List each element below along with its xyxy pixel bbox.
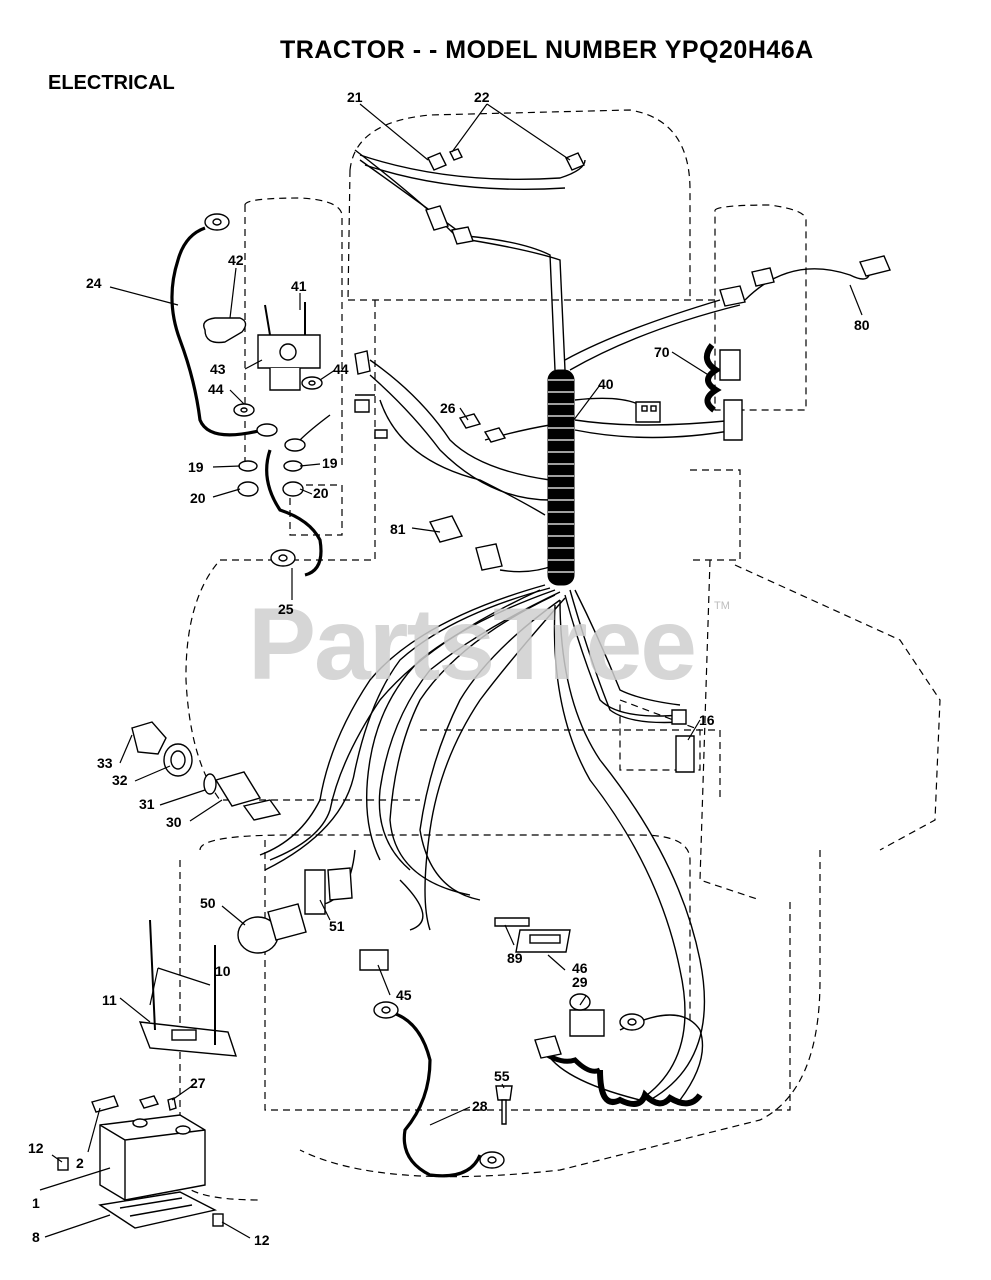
callout-1: 1: [32, 1195, 40, 1211]
callout-29: 29: [572, 974, 588, 990]
callout-45: 45: [396, 987, 412, 1003]
callout-22: 22: [474, 89, 490, 105]
trademark-mark: TM: [714, 600, 730, 612]
callout-12-left: 12: [28, 1140, 44, 1156]
callout-55: 55: [494, 1068, 510, 1084]
callout-24: 24: [86, 275, 102, 291]
harness-loom: [538, 343, 722, 1107]
callout-26: 26: [440, 400, 456, 416]
callout-21: 21: [347, 89, 363, 105]
callout-70: 70: [654, 344, 670, 360]
callout-2: 2: [76, 1155, 84, 1171]
callout-44-left: 44: [208, 381, 224, 397]
page-title: TRACTOR - - MODEL NUMBER YPQ20H46A: [280, 36, 814, 64]
section-title: ELECTRICAL: [48, 72, 175, 94]
callout-16: 16: [699, 712, 715, 728]
callout-41: 41: [291, 278, 307, 294]
callout-31: 31: [139, 796, 155, 812]
callout-20-right: 20: [313, 485, 329, 501]
callout-46: 46: [572, 960, 588, 976]
components: [57, 148, 891, 1229]
callout-80: 80: [854, 317, 870, 333]
callout-33: 33: [97, 755, 113, 771]
callout-50: 50: [200, 895, 216, 911]
leader-lines: [39, 103, 863, 1239]
callout-30: 30: [166, 814, 182, 830]
callout-43: 43: [210, 361, 226, 377]
callout-51: 51: [329, 918, 345, 934]
callout-20-left: 20: [190, 490, 206, 506]
callout-89: 89: [507, 950, 523, 966]
callout-28: 28: [472, 1098, 488, 1114]
callout-42: 42: [228, 252, 244, 268]
callout-19-right: 19: [322, 455, 338, 471]
callout-27: 27: [190, 1075, 206, 1091]
callout-8: 8: [32, 1229, 40, 1245]
callout-81: 81: [390, 521, 406, 537]
watermark: PartsTree: [248, 587, 697, 701]
callout-19-left: 19: [188, 459, 204, 475]
callout-25: 25: [278, 601, 294, 617]
callout-11: 11: [102, 992, 117, 1008]
callout-32: 32: [112, 772, 128, 788]
battery-cables: [170, 226, 482, 1178]
callout-44-right: 44: [333, 361, 349, 377]
callout-40: 40: [598, 376, 614, 392]
callout-12-right: 12: [254, 1232, 270, 1248]
callout-10: 10: [215, 963, 231, 979]
